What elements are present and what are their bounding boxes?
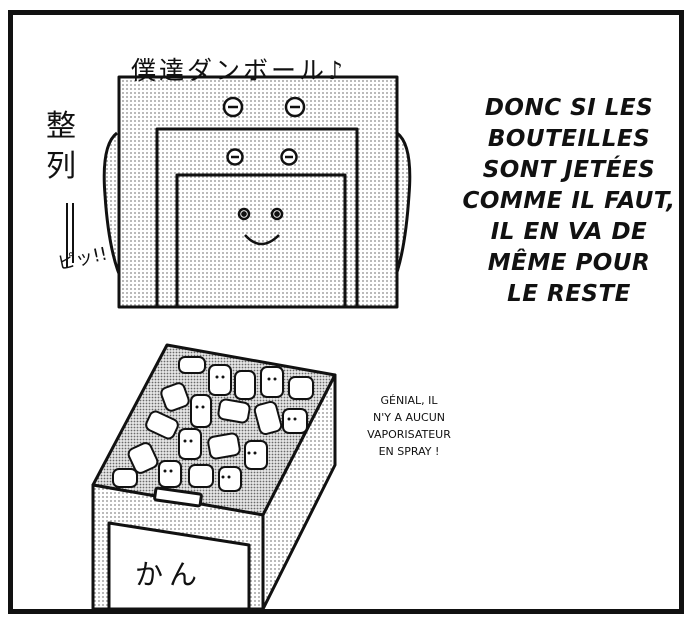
vertical-caption: 整 列 (41, 107, 81, 187)
cans (112, 356, 314, 492)
narration-line: IL EN VA DE (490, 219, 648, 245)
speech-line: EN SPRAY ! (378, 445, 440, 458)
narration-line: SONT JETÉES (482, 157, 656, 183)
bin-label: かん (135, 558, 204, 591)
speech-line: VAPORISATEUR (367, 428, 451, 441)
box-faces (222, 96, 306, 246)
panel-artwork (66, 75, 412, 609)
narration-line: LE RESTE (507, 281, 631, 307)
narration-line: DONC SI LES (484, 95, 654, 121)
narration-line: BOUTEILLES (487, 126, 651, 152)
speech-text: GÉNIAL, IL N'Y A AUCUN VAPORISATEUR EN S… (349, 392, 469, 460)
speech-line: N'Y A AUCUN (372, 411, 446, 424)
box-song-title: 僕達ダンボール♪ (131, 56, 346, 85)
comic-panel: 僕達ダンボール♪ 整 列 ピッ!! かん DONC SI LES BOUTEIL… (8, 10, 684, 614)
vertical-char: 整 (46, 109, 76, 144)
narration-caption: DONC SI LES BOUTEILLES SONT JETÉES COMME… (451, 93, 679, 310)
motion-lines (66, 203, 74, 267)
stacked-boxes (102, 75, 412, 309)
narration-line: COMME IL FAUT, (462, 188, 676, 214)
speech-line: GÉNIAL, IL (380, 394, 438, 407)
can-faces (163, 375, 297, 479)
vertical-char: 列 (46, 149, 76, 184)
narration-line: MÊME POUR (487, 250, 651, 276)
